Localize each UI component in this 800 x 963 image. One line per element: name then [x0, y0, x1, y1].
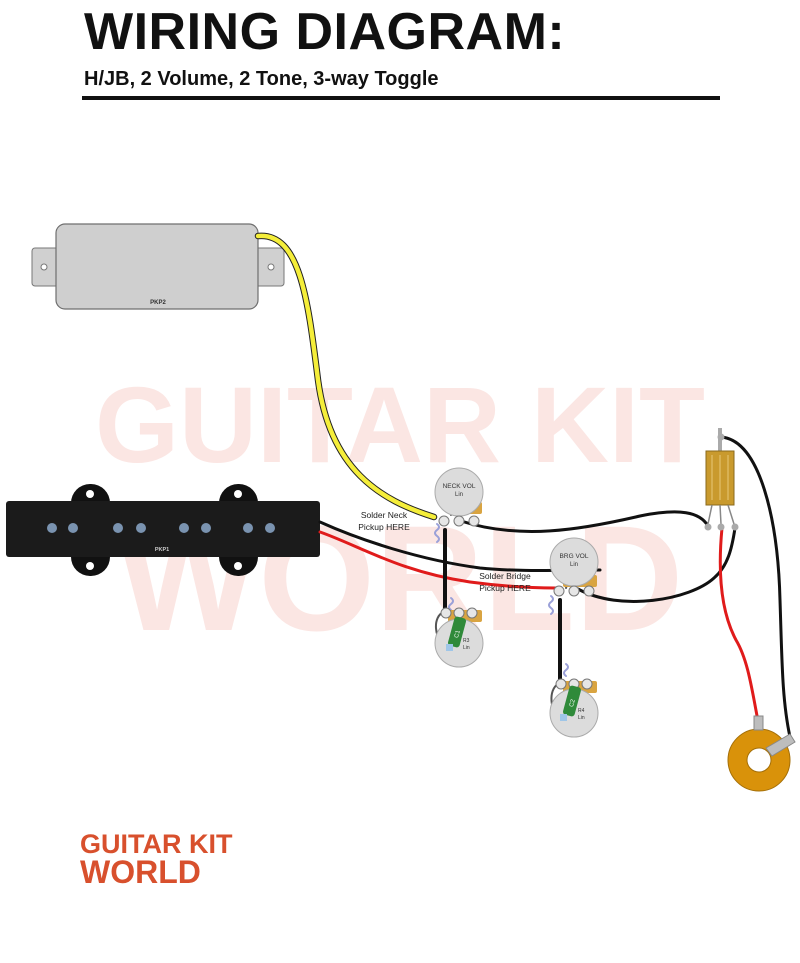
bridge-volume-pot: BRG VOL Lin	[549, 537, 599, 597]
cap-c1-label: C1	[454, 629, 462, 639]
brg-vol-lug-2	[568, 585, 580, 597]
neck-tone-taper: Lin	[463, 645, 470, 651]
cap-c2-label: C2	[569, 698, 577, 708]
title-underline	[82, 96, 720, 100]
page-subtitle: H/JB, 2 Volume, 2 Tone, 3-way Toggle	[84, 68, 439, 90]
jbass-pickup: PKP1	[6, 484, 320, 576]
black-wire-toggle-jack	[719, 435, 792, 739]
black-wire-brgvol-toggle	[576, 526, 737, 603]
jbass-body	[6, 501, 320, 557]
brg-vol-label: BRG VOL	[560, 553, 589, 560]
yellow-wire	[255, 233, 437, 520]
three-way-toggle	[704, 428, 739, 531]
red-wire-jbass	[318, 530, 558, 590]
tone-cap-c2	[562, 685, 582, 717]
neck-vol-lug-1	[438, 515, 450, 527]
jack-tip-lug	[765, 733, 796, 757]
brg-vol-lug-1	[553, 585, 565, 597]
jbass-label: PKP1	[155, 547, 169, 553]
jbass-pole-pieces	[47, 523, 275, 533]
watermark: GUITAR KIT WORLD	[95, 364, 705, 662]
humbucker-body	[55, 223, 259, 310]
brg-vol-lug-3	[583, 585, 595, 597]
neck-vol-taper: Lin	[455, 492, 463, 498]
watermark-line1: GUITAR KIT	[95, 364, 705, 485]
red-wire-toggle-jack	[718, 526, 760, 723]
neck-vol-lug-3	[468, 515, 480, 527]
brg-vol-taper: Lin	[570, 562, 578, 568]
neck-vol-ground-squiggle	[434, 523, 440, 543]
toggle-lug-right	[731, 523, 739, 531]
neck-tone-label: R3	[463, 638, 470, 644]
jack-sleeve-lug	[753, 715, 764, 731]
humbucker-pickup: PKP2	[31, 223, 285, 310]
output-jack	[727, 715, 796, 792]
brg-tone-taper: Lin	[578, 715, 585, 721]
logo-line1: GUITAR KIT	[80, 829, 233, 859]
toggle-lug-left	[704, 523, 712, 531]
black-wire-neckvol-toggle	[459, 510, 710, 533]
cap-c1-lead	[446, 644, 453, 651]
cap-c2-lead	[560, 714, 567, 721]
brg-tone-label: R4	[578, 708, 585, 714]
brg-vol-ground-squiggle	[548, 595, 554, 615]
logo-line2: WORLD	[80, 854, 201, 890]
humbucker-label: PKP2	[150, 300, 166, 306]
bridge-solder-note-line1: Solder Bridge	[479, 571, 531, 581]
toggle-lug-center	[717, 523, 725, 531]
neck-vol-lug-2	[453, 515, 465, 527]
neck-solder-note-line1: Solder Neck	[361, 510, 408, 520]
brand-logo: GUITAR KIT WORLD	[80, 829, 233, 890]
bridge-solder-note-line2: Pickup HERE	[479, 583, 531, 593]
tone-cap-c1	[447, 616, 467, 648]
bridge-tone-pot: C2 R4 Lin	[549, 678, 599, 738]
jack-hole	[746, 747, 772, 773]
page-title: WIRING DIAGRAM:	[84, 3, 566, 61]
wires	[254, 232, 792, 739]
neck-tone-pot: C1 R3 Lin	[434, 607, 484, 668]
neck-volume-pot: NECK VOL Lin	[434, 467, 484, 527]
neck-vol-label: NECK VOL	[443, 483, 476, 490]
neck-solder-note-line2: Pickup HERE	[358, 522, 410, 532]
